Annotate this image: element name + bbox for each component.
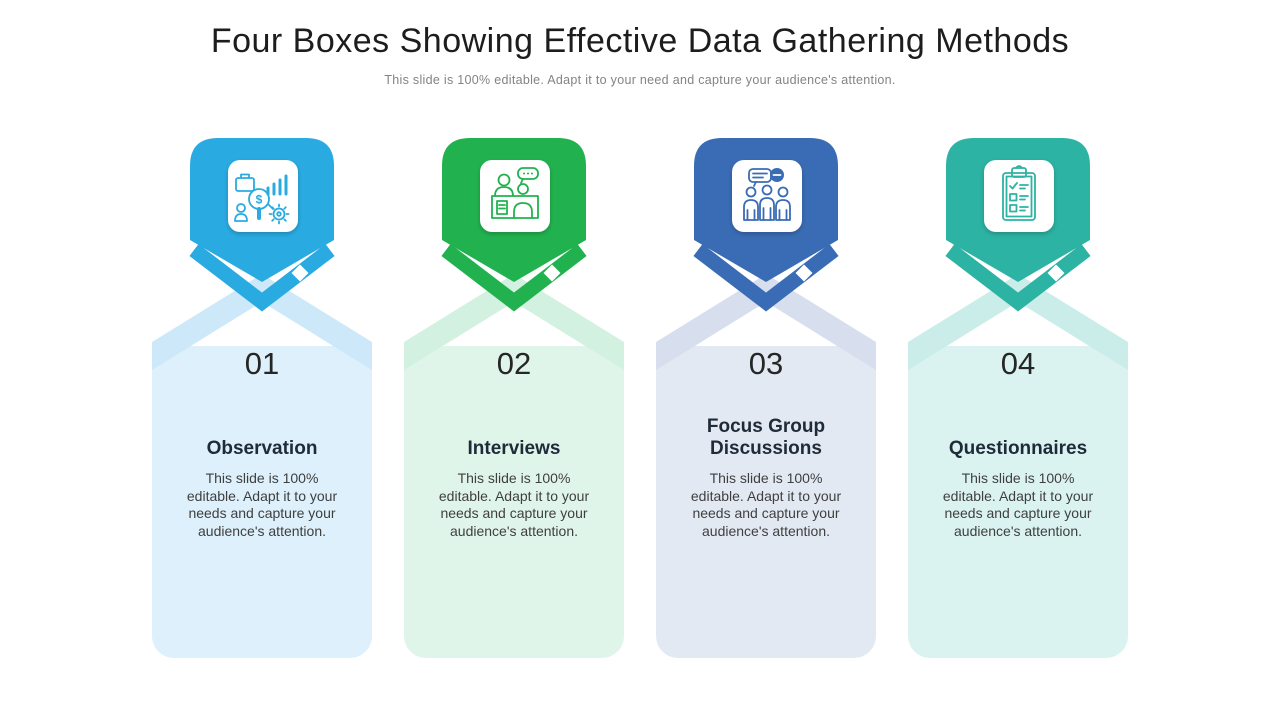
column-questionnaires: 04 Questionnaires This slide is 100% edi… — [908, 128, 1128, 658]
badge-focus-group — [656, 138, 876, 370]
method-card: 03 Focus Group Discussions This slide is… — [656, 346, 876, 658]
white-notch — [963, 302, 1073, 336]
card-number: 02 — [496, 346, 532, 381]
card-title: Observation — [206, 438, 318, 459]
icon-box — [984, 160, 1054, 232]
ribbon-fold — [795, 264, 813, 282]
method-card: 04 Questionnaires This slide is 100% edi… — [908, 346, 1128, 658]
card-number: 03 — [748, 346, 784, 381]
badge-questionnaires — [908, 138, 1128, 370]
column-observation: $ 01 Observation This slide is 100% edit… — [152, 128, 372, 658]
card-number: 01 — [244, 346, 280, 381]
method-card: 01 Observation This slide is 100% editab… — [152, 346, 372, 658]
ribbon-fold — [543, 264, 561, 282]
badge-observation: $ — [152, 138, 372, 370]
business-analysis-icon: $ — [234, 173, 290, 225]
page-subtitle: This slide is 100% editable. Adapt it to… — [384, 73, 896, 87]
card-number: 04 — [1000, 346, 1036, 381]
card-description: This slide is 100% editable. Adapt it to… — [942, 470, 1094, 539]
white-notch — [459, 302, 569, 336]
ribbon-fold — [291, 264, 309, 282]
column-interviews: 02 Interviews This slide is 100% editabl… — [404, 128, 624, 658]
card-description: This slide is 100% editable. Adapt it to… — [690, 470, 842, 539]
white-notch — [207, 302, 317, 336]
ribbon-chevron — [945, 244, 1091, 312]
card-title: Questionnaires — [948, 438, 1088, 459]
column-focus-group: 03 Focus Group Discussions This slide is… — [656, 128, 876, 658]
ribbon-chevron — [441, 244, 587, 312]
focus-group-icon — [743, 168, 791, 221]
page-title: Four Boxes Showing Effective Data Gather… — [210, 22, 1070, 60]
interview-icon — [491, 167, 539, 219]
ribbon-chevron — [693, 244, 839, 312]
white-notch — [711, 302, 821, 336]
card-title: Focus Group Discussions — [706, 416, 826, 459]
card-title: Interviews — [467, 438, 561, 459]
checklist-clipboard-icon — [1002, 165, 1036, 221]
ribbon-chevron — [189, 244, 335, 312]
card-description: This slide is 100% editable. Adapt it to… — [186, 470, 338, 539]
svg-text:$: $ — [256, 193, 263, 207]
method-columns: $ 01 Observation This slide is 100% edit… — [152, 128, 1128, 658]
icon-box — [732, 160, 802, 232]
badge-interviews — [404, 138, 624, 370]
method-card: 02 Interviews This slide is 100% editabl… — [404, 346, 624, 658]
card-description: This slide is 100% editable. Adapt it to… — [438, 470, 590, 539]
